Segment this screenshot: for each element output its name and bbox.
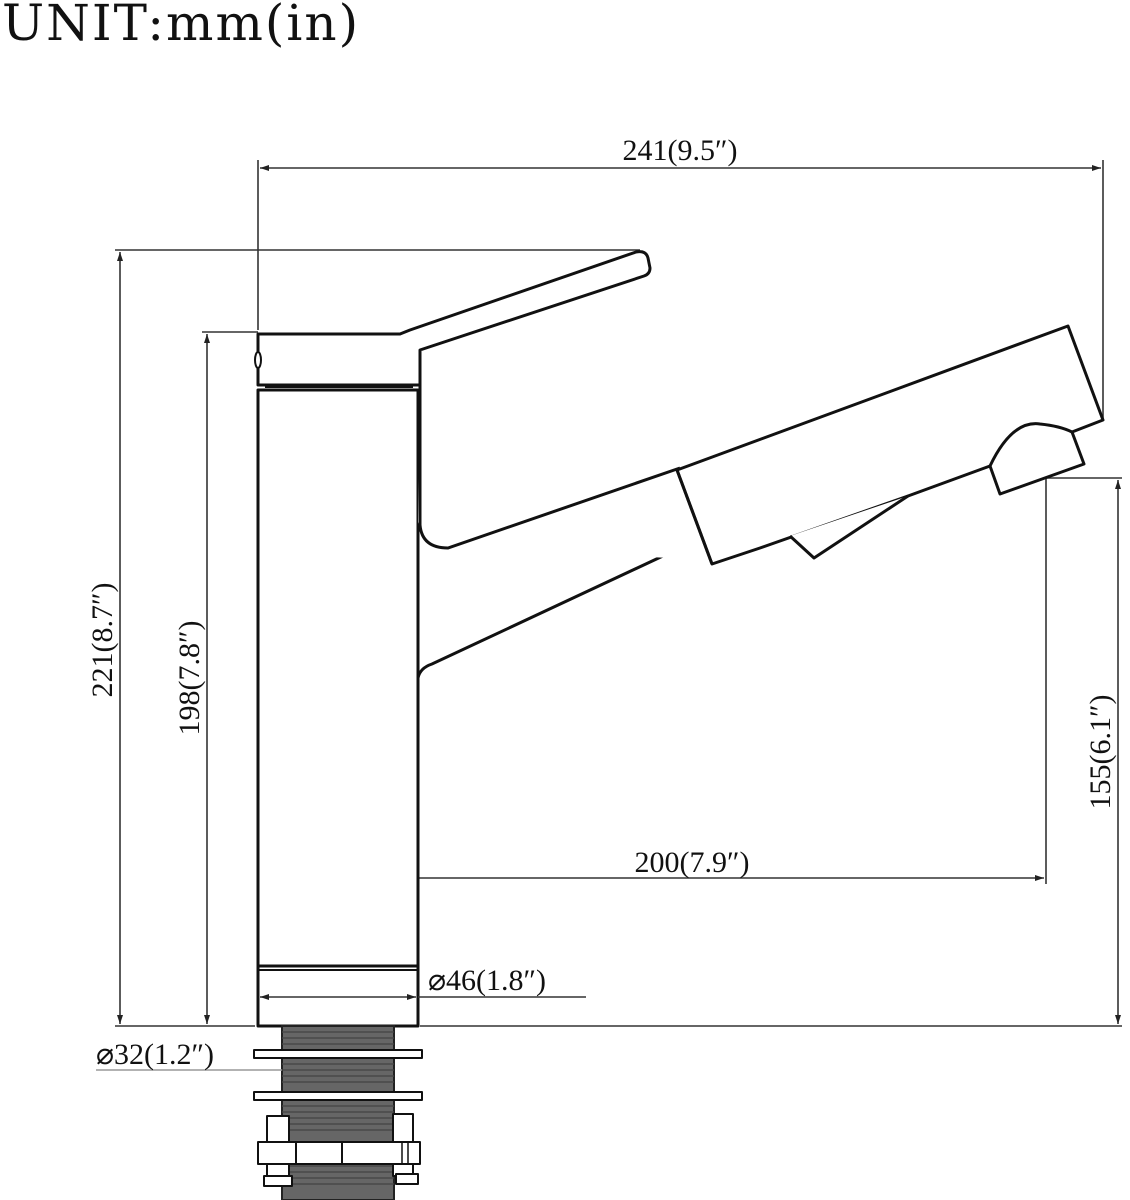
lever-handle (254, 250, 652, 388)
unit-title: UNIT:mm(in) (2, 0, 361, 52)
dim-body-height-label: 198(7.8″) (173, 621, 206, 736)
dim-overall-width-label: 241(9.5″) (623, 134, 738, 167)
dim-shank-diameter-label: ⌀32(1.2″) (96, 1038, 214, 1071)
dim-spout-reach-label: 200(7.9″) (635, 846, 750, 879)
dim-overall-width: 241(9.5″) (257, 134, 1104, 420)
dim-spout-height: 155(6.1″) (420, 477, 1122, 1027)
faucet-body (256, 388, 718, 968)
threaded-shank: ⌀32(1.2″) (96, 1025, 423, 1200)
dim-body-height: 198(7.8″) (173, 331, 258, 1024)
dim-overall-height: 221(8.7″) (86, 249, 640, 1027)
dim-base-diameter-label: ⌀46(1.8″) (428, 964, 546, 997)
dim-overall-height-label: 221(8.7″) (86, 583, 119, 698)
spout-arm (418, 350, 714, 560)
pull-out-head (675, 324, 1105, 566)
mounting-nut (257, 1113, 421, 1187)
base-ring: ⌀46(1.8″) (256, 964, 586, 1028)
dim-spout-height-label: 155(6.1″) (1084, 695, 1117, 810)
